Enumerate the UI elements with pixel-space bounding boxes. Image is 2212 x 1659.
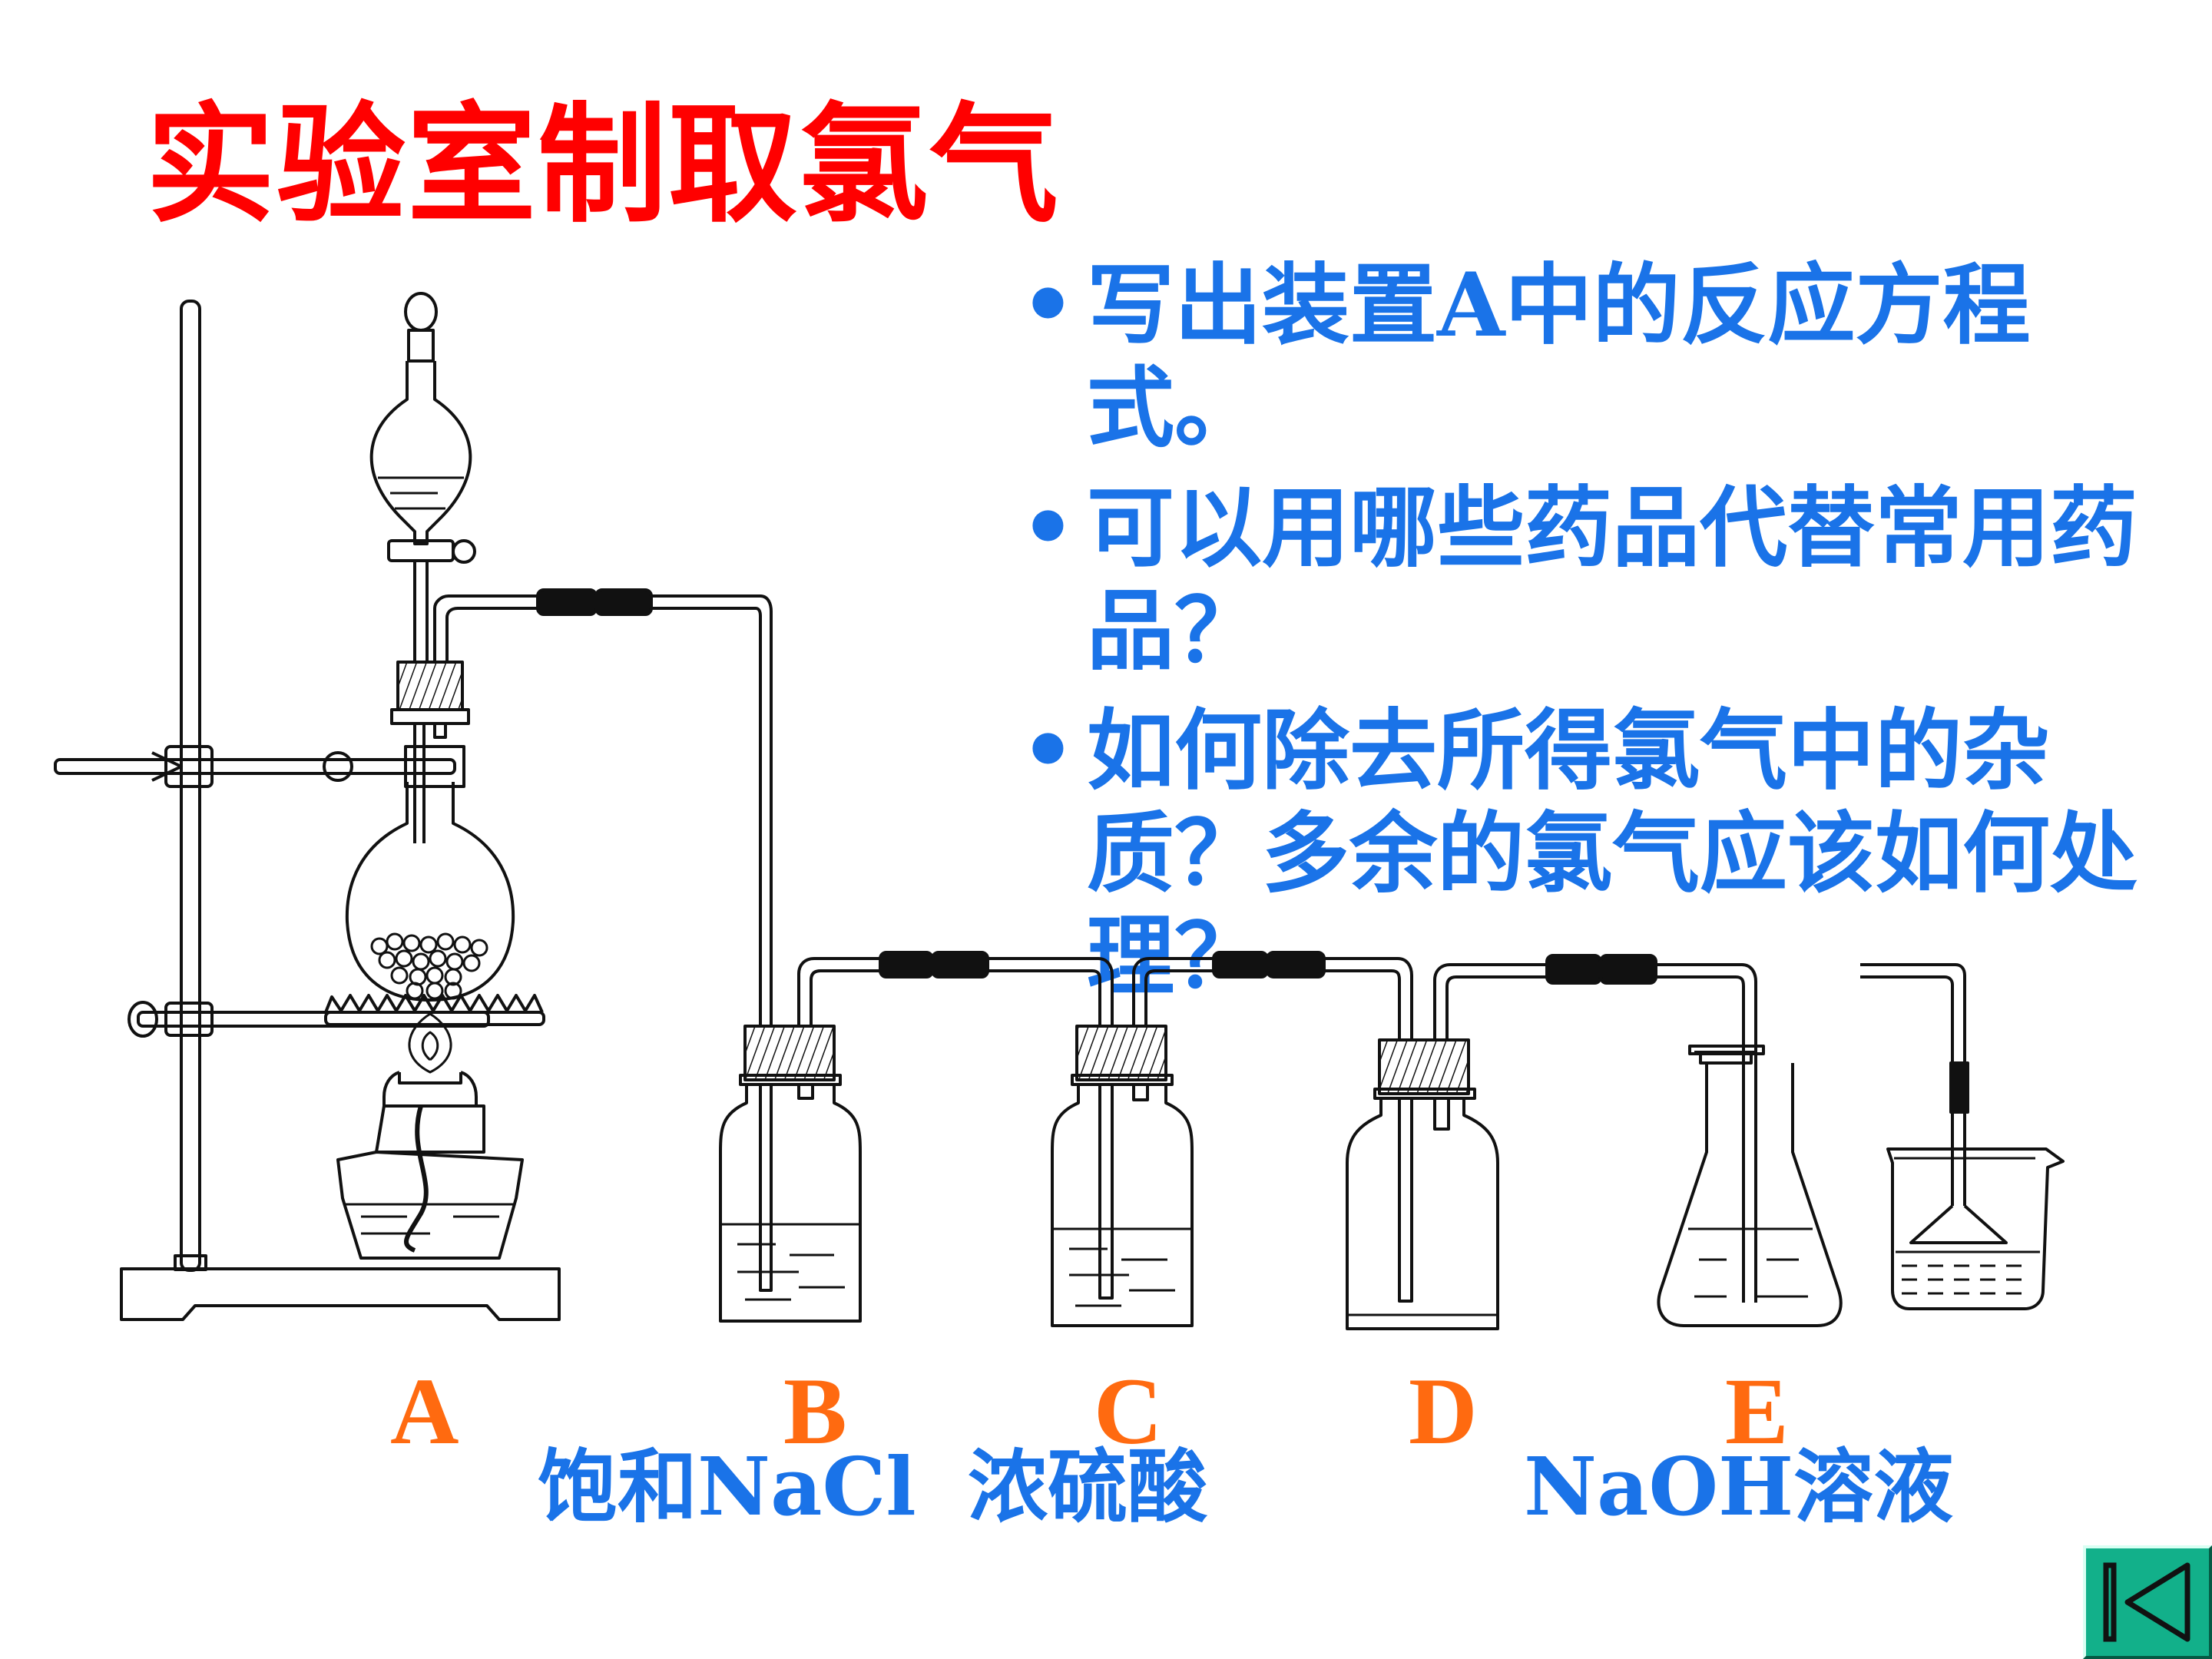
rubber-connector — [1949, 1061, 1969, 1114]
back-to-start-button[interactable] — [2083, 1545, 2212, 1659]
round-bottom-flask — [345, 782, 515, 1002]
rubber-connector — [879, 951, 934, 979]
absorption-beaker — [1860, 963, 2065, 1310]
wash-bottle-c — [1051, 1025, 1194, 1327]
question-item: •如何除去所得氯气中的杂质？多余的氯气应该如何处理？ — [998, 699, 2197, 1008]
label-b: B — [783, 1359, 847, 1464]
label-d: D — [1409, 1359, 1478, 1464]
slide-title: 实验室制取氯气 — [146, 88, 1060, 240]
flask-stopper[interactable] — [396, 661, 464, 711]
rubber-connector — [1212, 951, 1269, 979]
reagent-b: 饱和NaCl — [538, 1439, 916, 1534]
rubber-connector — [536, 588, 598, 616]
rubber-connector — [1266, 951, 1326, 979]
rubber-connector — [1545, 954, 1602, 985]
question-text: 可以用哪些药品代替常用药品？ — [1087, 476, 2138, 682]
inverted-funnel — [1909, 1204, 2008, 1244]
flame — [408, 1012, 452, 1074]
ring-support-arm — [137, 1011, 490, 1028]
question-text: 写出装置A中的反应方程式。 — [1087, 253, 2031, 459]
rubber-connector — [931, 951, 989, 979]
upper-clamp-arm — [54, 758, 456, 775]
separatory-funnel — [369, 361, 472, 545]
delivery-tube-a-b — [433, 594, 773, 1028]
stand-base — [120, 1267, 561, 1321]
wash-bottle-b — [719, 1025, 862, 1323]
reagent-c: 浓硫酸 — [968, 1439, 1208, 1534]
rubber-connector — [594, 588, 653, 616]
bullet-marker: • — [1020, 699, 1076, 802]
bullet-marker: • — [1020, 253, 1076, 356]
mno2-particles — [370, 932, 488, 1000]
alcohol-lamp — [336, 1012, 524, 1260]
label-a: A — [390, 1359, 459, 1464]
label-e: E — [1725, 1359, 1789, 1464]
funnel-stopper[interactable] — [404, 292, 438, 332]
apparatus-a — [54, 292, 773, 1321]
question-list: •写出装置A中的反应方程式。 •可以用哪些药品代替常用药品？ •如何除去所得氯气… — [998, 253, 2197, 1025]
question-item: •写出装置A中的反应方程式。 — [998, 253, 2197, 459]
question-item: •可以用哪些药品代替常用药品？ — [998, 476, 2197, 682]
label-c: C — [1094, 1359, 1163, 1464]
question-text: 如何除去所得氯气中的杂质？多余的氯气应该如何处理？ — [1087, 699, 2138, 1008]
bullet-marker: • — [1020, 476, 1076, 579]
conical-flask-e — [1657, 1045, 1843, 1327]
back-to-start-icon — [2103, 1562, 2190, 1642]
reagent-e: NaOH溶液 — [1524, 1439, 1954, 1534]
rubber-connector — [1599, 954, 1657, 985]
safety-bottle-d — [1346, 1038, 1499, 1330]
